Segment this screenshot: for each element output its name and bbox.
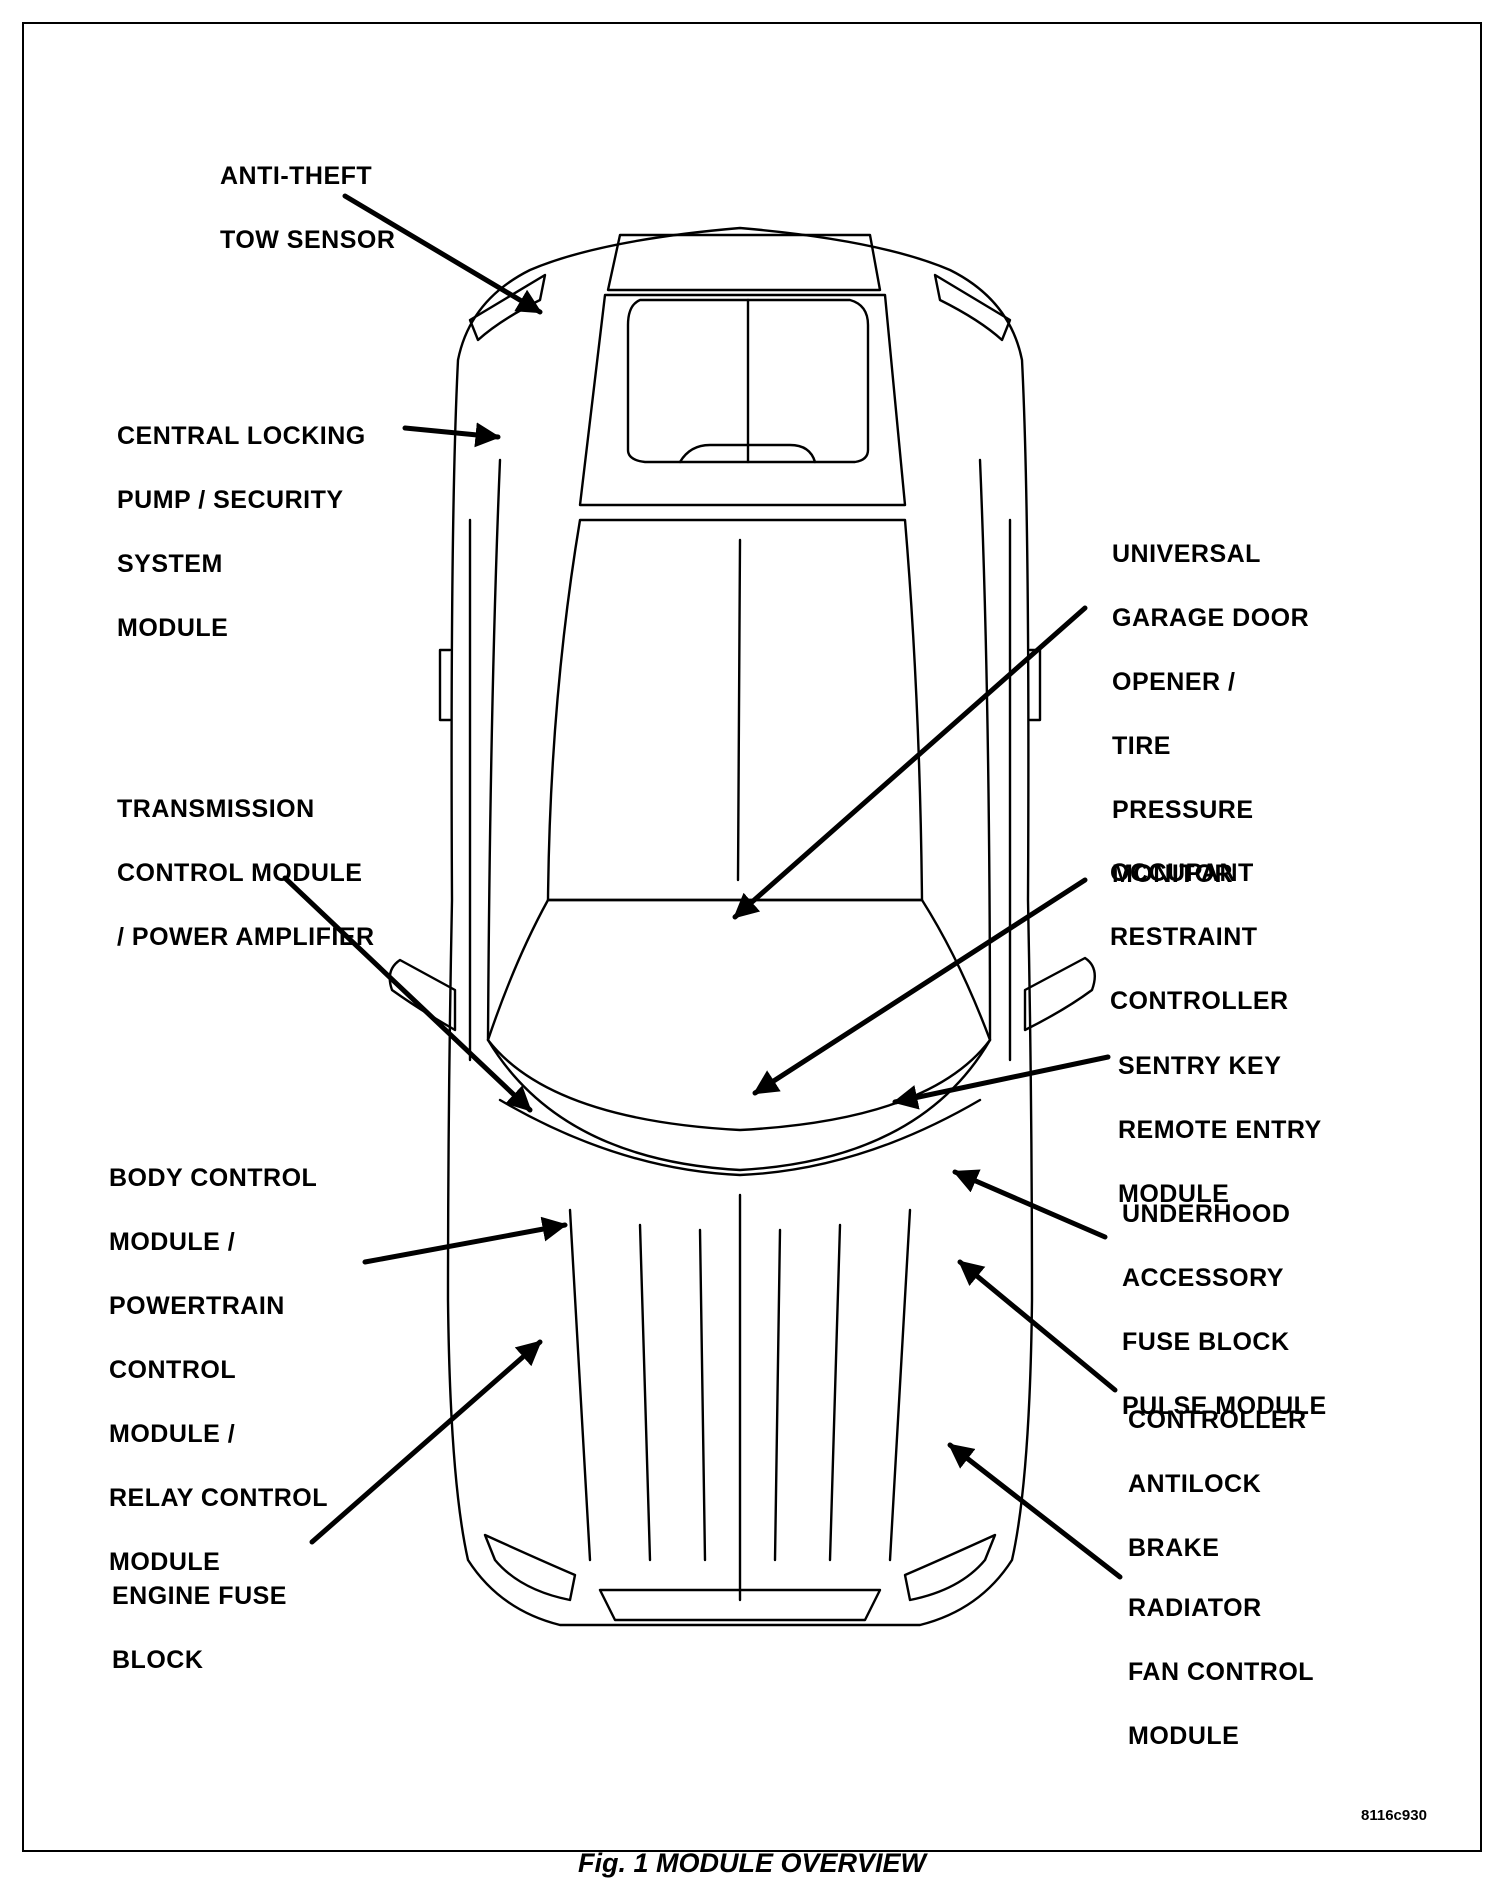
roof [546,518,924,902]
label-controller-antilock-brake: CONTROLLER ANTILOCK BRAKE [1128,1406,1307,1562]
label-universal-garage-door-opener: UNIVERSAL GARAGE DOOR OPENER / TIRE PRES… [1112,540,1310,888]
left-mirror [388,958,457,1032]
label-occupant-restraint-controller: OCCUPANT RESTRAINT CONTROLLER [1110,859,1289,1015]
right-tail-light [933,273,1012,342]
figure-caption: Fig. 1 MODULE OVERVIEW [577,1848,927,1878]
left-headlight [483,1533,577,1602]
arrow-universal-garage [732,605,1088,920]
right-headlight [903,1533,997,1602]
right-door-handle [1028,648,1042,722]
arrow-body-control [362,1216,568,1265]
arrow-underhood [952,1169,1108,1240]
car-body [446,226,1034,1627]
leader-arrows [282,193,1123,1580]
figure-frame [22,22,1482,1852]
right-mirror [1023,956,1096,1032]
hood [498,1098,982,1177]
grille [598,1588,882,1622]
label-engine-fuse-block: ENGINE FUSE BLOCK [112,1582,287,1674]
windshield [486,898,992,1132]
left-tail-light [468,273,547,342]
rear-deck [606,233,882,292]
right-door-line [978,458,992,1042]
arrow-engine-fuse [309,1339,543,1545]
label-sentry-key-remote-entry: SENTRY KEY REMOTE ENTRY MODULE [1118,1052,1322,1208]
car-outline [388,226,1096,1627]
label-transmission-control-module: TRANSMISSION CONTROL MODULE / POWER AMPL… [117,795,375,951]
arrow-sentry [892,1054,1111,1110]
rear-window [578,293,907,507]
label-anti-theft-tow-sensor: ANTI-THEFT TOW SENSOR [220,162,396,254]
label-central-locking-pump: CENTRAL LOCKING PUMP / SECURITY SYSTEM M… [117,422,366,642]
cowl [486,1038,992,1172]
arrow-transmission [282,875,533,1113]
rear-sunroof [626,298,870,464]
arrow-occupant [752,877,1088,1096]
arrow-antilock [957,1259,1118,1393]
left-door-line [486,458,502,1042]
left-door-handle [438,648,452,722]
label-underhood-accessory-fuse-block: UNDERHOOD ACCESSORY FUSE BLOCK PULSE MOD… [1122,1200,1327,1420]
label-radiator-fan-control-module: RADIATOR FAN CONTROL MODULE [1128,1594,1315,1750]
figure-reference-code: 8116c930 [1361,1807,1427,1824]
brake-light [678,443,817,464]
arrow-central-locking [402,422,501,448]
arrow-anti-theft [342,193,543,315]
label-body-control-module: BODY CONTROL MODULE / POWERTRAIN CONTROL… [109,1164,329,1576]
arrow-radiator [947,1442,1123,1580]
